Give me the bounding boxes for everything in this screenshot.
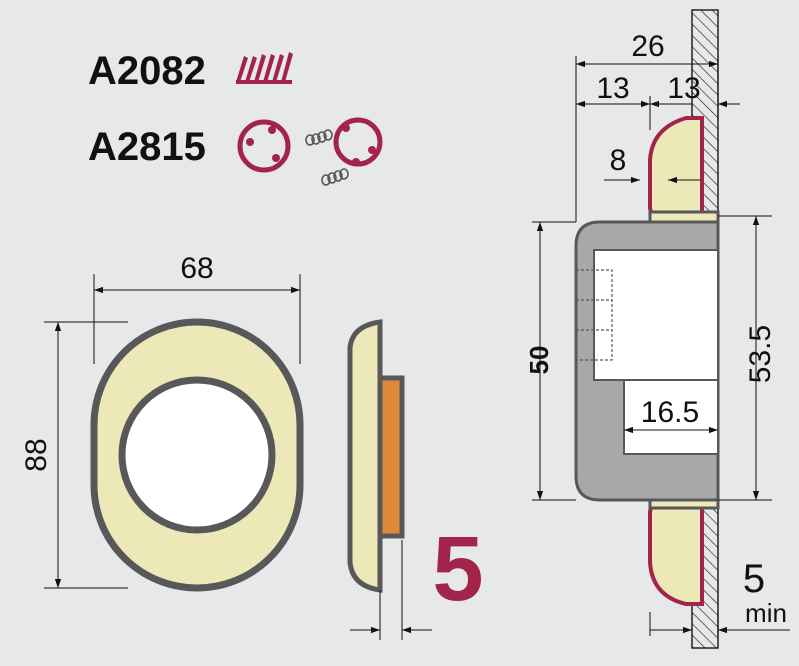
side-view-dimensions <box>350 540 432 640</box>
plate-thickness-label: 5 <box>432 518 483 620</box>
front-view-dimensions <box>44 274 301 589</box>
part-code-a2815: A2815 <box>88 125 206 169</box>
dim-body-height: 50 <box>524 346 554 375</box>
dim-right-part: 13 <box>667 72 700 105</box>
dim-width: 68 <box>180 252 213 285</box>
spring-ring-icon <box>237 117 383 186</box>
dim-wall-min-unit: min <box>745 598 787 628</box>
dim-left-part: 13 <box>596 72 629 105</box>
dim-wall-min: 5 <box>743 557 765 601</box>
part-code-a2082: A2082 <box>88 49 206 93</box>
serrated-strip-icon <box>236 52 293 84</box>
dim-recess: 16.5 <box>641 396 699 429</box>
side-view-rosette <box>347 319 405 593</box>
dim-opening-height: 53.5 <box>744 325 777 383</box>
section-dimensions <box>532 56 790 636</box>
dim-overall-depth: 26 <box>631 30 664 63</box>
dim-height: 88 <box>20 438 53 471</box>
section-lock-body <box>574 220 720 502</box>
front-view-rosette <box>90 318 304 592</box>
dim-rim: 8 <box>610 144 627 177</box>
